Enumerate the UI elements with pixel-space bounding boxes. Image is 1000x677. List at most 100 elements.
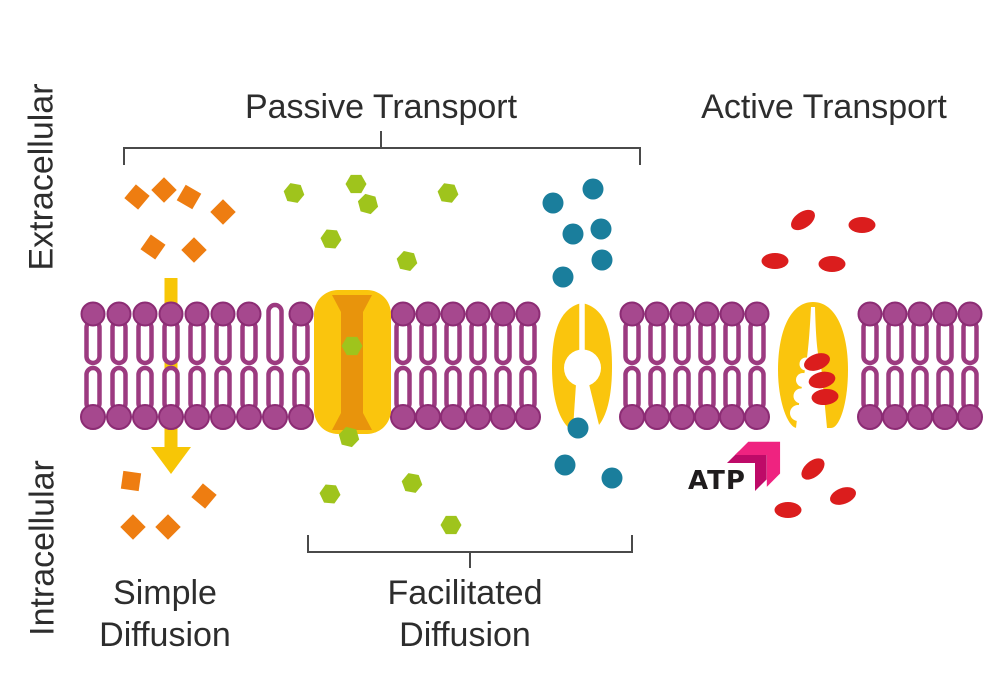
lipid-head	[515, 404, 541, 430]
carrier-protein	[552, 303, 612, 429]
red-molecules-in-pump	[804, 353, 839, 406]
orange-molecules-extracellular	[124, 177, 236, 263]
phospholipid	[515, 301, 541, 430]
lipid-head	[490, 301, 516, 327]
lipid-head	[957, 301, 983, 327]
lipid-head	[106, 404, 132, 430]
facilitated-diffusion-bracket	[307, 535, 633, 568]
lipid-head	[184, 404, 210, 430]
atp-chevron-front	[735, 441, 781, 487]
simple-diffusion-molecule	[181, 237, 207, 263]
lipid-head	[80, 301, 106, 327]
active-transport-molecule	[804, 353, 830, 371]
lipid-head	[694, 404, 720, 430]
lipid-head	[907, 301, 933, 327]
lipid-head	[80, 404, 106, 430]
simple-diffusion-molecule	[124, 184, 150, 210]
channel-diffusion-molecule	[341, 336, 363, 356]
passive-transport-title: Passive Transport	[244, 88, 518, 126]
active-transport-title: Active Transport	[701, 88, 947, 126]
lipid-head	[719, 301, 745, 327]
carrier-diffusion-molecule	[591, 249, 613, 271]
lipid-head	[857, 301, 883, 327]
active-transport-molecule	[761, 253, 789, 269]
simple-diffusion-molecule	[210, 199, 236, 225]
lipid-head	[669, 404, 695, 430]
phospholipid	[132, 301, 158, 430]
phospholipid	[158, 301, 184, 430]
lipid-head	[440, 404, 466, 430]
lipid-head	[694, 301, 720, 327]
lipid-head	[390, 301, 416, 327]
channel-diffusion-molecule	[440, 515, 462, 535]
phospholipid	[288, 301, 314, 430]
lipid-head	[932, 404, 958, 430]
green-molecule-in-channel	[341, 336, 363, 356]
channel-protein	[314, 290, 391, 434]
lipid-head	[288, 301, 314, 327]
lipid-head	[465, 404, 491, 430]
channel-diffusion-molecule	[437, 183, 459, 203]
active-transport-molecule	[848, 217, 876, 233]
simple-diffusion-molecule	[140, 234, 166, 260]
carrier-diffusion-molecule	[542, 192, 564, 214]
lipid-head	[619, 404, 645, 430]
atp-energy-arrows	[727, 441, 781, 492]
channel-diffusion-molecule	[401, 473, 423, 493]
carrier-diffusion-molecule	[552, 266, 574, 288]
lipid-head	[415, 301, 441, 327]
lipid-head	[907, 404, 933, 430]
teal-molecule-in-carrier	[567, 417, 589, 439]
active-transport-molecule	[808, 371, 836, 389]
lipid-head	[236, 404, 262, 430]
channel-diffusion-molecule	[345, 174, 367, 194]
phospholipid	[669, 301, 695, 430]
phospholipid	[236, 301, 262, 430]
lipid-head	[957, 404, 983, 430]
simple-diffusion-line1: Simple	[113, 574, 217, 612]
phospholipid	[184, 301, 210, 430]
teal-molecules-intracellular	[554, 454, 623, 489]
simple-diffusion-molecule	[120, 514, 146, 540]
lipid-head	[210, 404, 236, 430]
channel-diffusion-molecule	[396, 251, 418, 271]
phospholipid	[490, 301, 516, 430]
lipid-head	[644, 301, 670, 327]
active-transport-molecule	[791, 209, 815, 231]
phospholipid	[719, 301, 745, 430]
green-molecules-intracellular	[319, 426, 462, 535]
active-transport-molecule	[811, 388, 839, 406]
facilitated-diffusion-caption: Facilitated Diffusion	[388, 572, 543, 656]
atp-label: ATP	[688, 466, 746, 496]
lipid-head	[236, 301, 262, 327]
atp-chevron-back	[727, 451, 767, 492]
simple-diffusion-molecule	[176, 184, 202, 210]
lipid-head	[390, 404, 416, 430]
carrier-diffusion-molecule	[562, 223, 584, 245]
red-molecules-intracellular	[774, 458, 856, 518]
phospholipid	[744, 301, 770, 430]
lipid-head	[719, 404, 745, 430]
phospholipid	[907, 301, 933, 430]
lipid-head	[210, 301, 236, 327]
phospholipid	[415, 301, 441, 430]
orange-molecules-intracellular	[120, 470, 217, 540]
phospholipid	[262, 302, 288, 430]
lipid-head	[106, 301, 132, 327]
extracellular-label: Extracellular	[22, 83, 61, 271]
phospholipid	[210, 301, 236, 430]
red-molecules-extracellular	[761, 209, 876, 272]
channel-diffusion-molecule	[357, 193, 379, 215]
carrier-diffusion-molecule	[590, 218, 612, 240]
channel-diffusion-molecule	[283, 183, 305, 203]
teal-molecules-extracellular	[542, 178, 613, 288]
carrier-diffusion-molecule	[567, 417, 589, 439]
phospholipid	[80, 301, 106, 430]
lipid-head	[744, 301, 770, 327]
lipid-head	[132, 404, 158, 430]
passive-transport-bracket	[123, 131, 641, 165]
lipid-head	[490, 404, 516, 430]
phospholipid	[440, 301, 466, 430]
